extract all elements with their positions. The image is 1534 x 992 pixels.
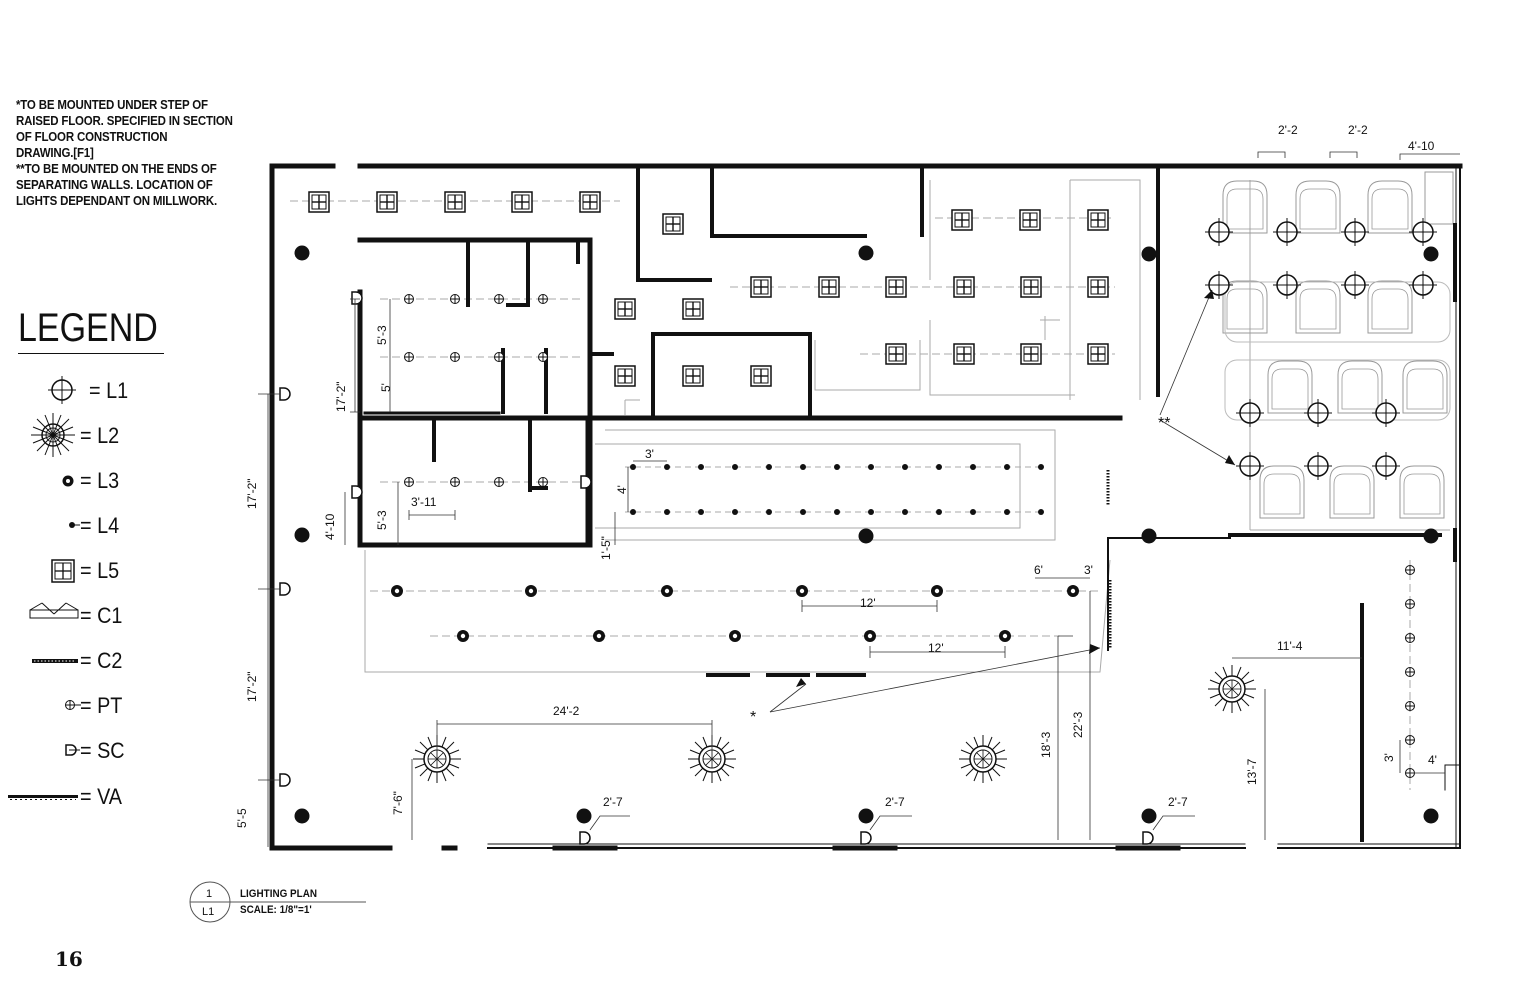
dim-label: 22'-3 <box>1071 711 1085 738</box>
annotation-double-star: ** <box>1158 415 1170 432</box>
dim-label: 4' <box>1428 753 1437 767</box>
note-line: DRAWING.[F1] <box>16 146 94 160</box>
detail-number: 1 <box>206 888 212 900</box>
circle-crosshair-icon <box>48 376 76 404</box>
dim-label: 3'-11 <box>411 495 437 509</box>
dim-label: 5' <box>379 383 393 392</box>
booth-seating <box>1222 171 1454 519</box>
title-block-bubble: 1 L1 <box>189 881 366 923</box>
dim-label: 2'-7 <box>1168 795 1188 809</box>
legend-label-l1: = L1 <box>89 378 129 403</box>
dim-label: 17'-2" <box>334 381 348 412</box>
sunburst-icon <box>31 413 75 457</box>
cove-icon <box>29 602 79 619</box>
dim-label: 4'-10 <box>323 513 337 540</box>
legend-label-l5: = L5 <box>80 558 120 583</box>
dim-label: 3' <box>1084 563 1093 577</box>
legend-label-c2: = C2 <box>80 648 123 673</box>
note-line: LIGHTS DEPENDANT ON MILLWORK. <box>16 194 218 208</box>
dimension-lines <box>258 151 1460 847</box>
legend-label-l3: = L3 <box>80 468 120 493</box>
ceiling-grid-lines <box>290 179 1450 790</box>
sconce-icon <box>65 744 80 756</box>
dim-label: 12' <box>928 641 944 655</box>
annotation-star: * <box>750 709 756 726</box>
dimension-labels: 2'-2 2'-2 4'-10 5'-3 5' 17'-2" 17'-2" 17… <box>235 123 1437 828</box>
title-block: LIGHTING PLAN SCALE: 1/8"=1' <box>240 886 317 918</box>
legend-symbols <box>8 376 81 800</box>
square-grid-icon <box>51 559 75 583</box>
l1-fixtures <box>1204 217 1438 481</box>
dim-label: 11'-4 <box>1277 639 1303 653</box>
legend-label-sc: = SC <box>80 738 125 763</box>
legend-label-c1: = C1 <box>80 603 123 628</box>
valance-icon <box>8 795 78 800</box>
walls <box>269 163 1463 851</box>
page-number: 16 <box>55 947 83 971</box>
strip-icon <box>32 659 78 663</box>
general-notes: *TO BE MOUNTED UNDER STEP OF RAISED FLOO… <box>16 97 246 209</box>
dim-label: 5'-3 <box>375 510 389 530</box>
note-line: OF FLOOR CONSTRUCTION <box>16 130 168 144</box>
strip-lights <box>706 470 1112 677</box>
arrowheads <box>796 290 1235 687</box>
dim-label: 4' <box>615 485 629 494</box>
l3-fixtures <box>391 585 1079 642</box>
drawing-scale: SCALE: 1/8"=1' <box>240 904 312 916</box>
legend-label-pt: = PT <box>80 693 123 718</box>
dim-label: 18'-3 <box>1039 731 1053 758</box>
dim-label: 24'-2 <box>553 704 580 718</box>
dim-label: 7'-6" <box>391 791 405 815</box>
dim-label: 3' <box>645 447 654 461</box>
dim-label: 3' <box>1382 753 1396 762</box>
legend-label-l4: = L4 <box>80 513 120 538</box>
dim-label: 12' <box>860 596 876 610</box>
recessed-dot-icon <box>62 475 74 487</box>
dim-label: 13'-7 <box>1245 758 1259 785</box>
dim-label: 5'-3 <box>375 325 389 345</box>
sheet-number: L1 <box>202 906 214 918</box>
dim-label: 2'-7 <box>603 795 623 809</box>
note-line: SEPARATING WALLS. LOCATION OF <box>16 178 213 192</box>
dim-label: 5'-5 <box>235 808 249 828</box>
note-line: *TO BE MOUNTED UNDER STEP OF <box>16 98 208 112</box>
dim-label: 2'-2 <box>1348 123 1368 137</box>
pendant-icon <box>65 700 81 710</box>
legend-title: LEGEND <box>18 306 158 350</box>
dim-label: 17'-2" <box>245 478 259 509</box>
note-line: **TO BE MOUNTED ON THE ENDS OF <box>16 162 217 176</box>
legend-divider <box>18 353 164 354</box>
dim-label: 4'-10 <box>1408 139 1435 153</box>
drawing-title: LIGHTING PLAN <box>240 888 318 900</box>
note-line: RAISED FLOOR. SPECIFIED IN SECTION <box>16 114 233 128</box>
dim-label: 2'-7 <box>885 795 905 809</box>
l4-fixtures <box>630 464 1044 515</box>
dim-label: 6' <box>1034 563 1043 577</box>
small-dot-icon <box>69 522 80 528</box>
dim-label: 1'-5" <box>599 536 613 560</box>
dim-label: 2'-2 <box>1278 123 1298 137</box>
legend-label-l2: = L2 <box>80 423 120 448</box>
dim-label: 17'-2" <box>245 671 259 702</box>
legend-label-va: = VA <box>80 784 123 809</box>
